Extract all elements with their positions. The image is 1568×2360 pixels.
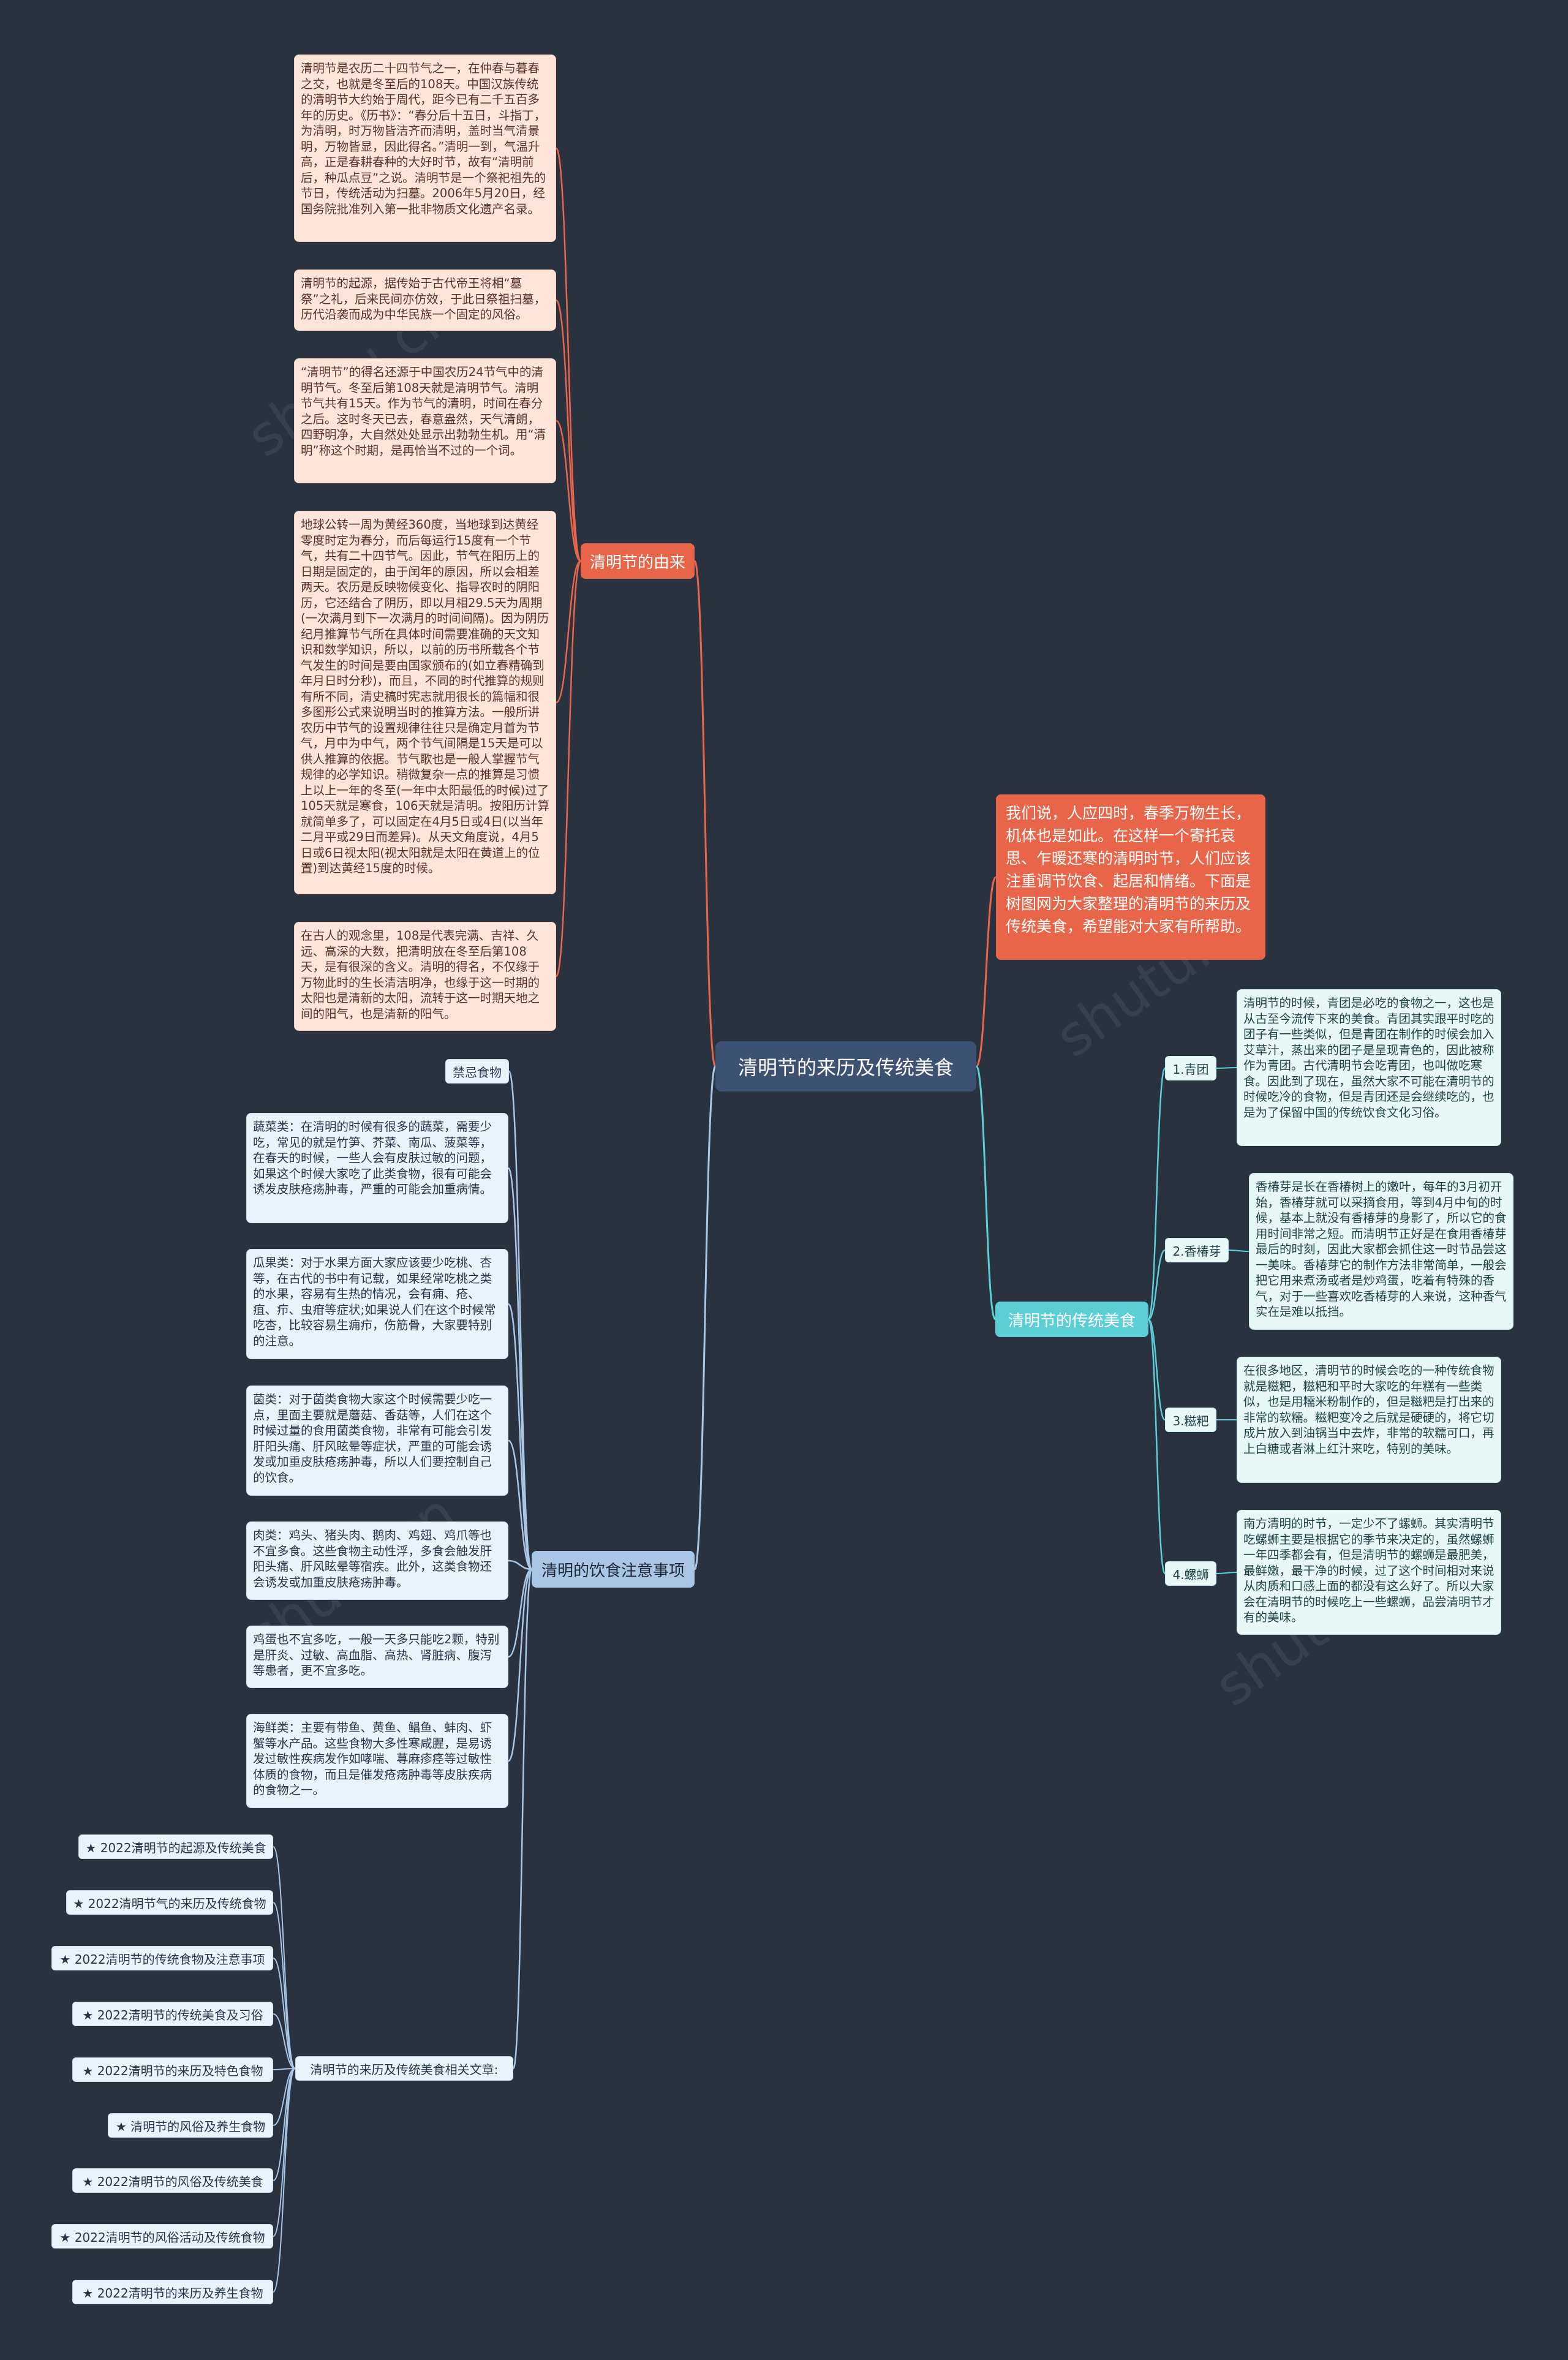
connector-line (507, 1568, 533, 1762)
connector-line (508, 1559, 532, 1570)
diet-leaf-6[interactable]: 海鲜类：主要有带鱼、黄鱼、鲳鱼、蚌肉、虾蟹等水产品。这些食物大多性寒咸腥，是易诱… (246, 1714, 508, 1808)
connector-line (1147, 1318, 1166, 1421)
related-article-3[interactable]: ★ 2022清明节的传统食物及注意事项 (51, 1946, 273, 1970)
connector-line (508, 1568, 532, 1658)
connector-line (693, 1065, 717, 1570)
related-articles-label[interactable]: 清明节的来历及传统美食相关文章: (295, 2056, 513, 2081)
connector-line (273, 2013, 296, 2069)
connector-line (273, 1958, 296, 2069)
related-article-4[interactable]: ★ 2022清明节的传统美食及习俗 (72, 2002, 273, 2026)
origin-leaf-3[interactable]: “清明节”的得名还源于中国农历24节气中的清明节气。冬至后第108天就是清明节气… (294, 358, 556, 483)
food-tag-2[interactable]: 2.香椿芽 (1165, 1238, 1229, 1262)
diet-leaf-5[interactable]: 鸡蛋也不宜多吃，一般一天多只能吃2颗，特别是肝炎、过敏、高血脂、高热、肾脏病、腹… (246, 1626, 508, 1688)
connector-line (273, 1846, 296, 2069)
branch-origin[interactable]: 清明节的由来 (581, 543, 695, 579)
connector-line (507, 1167, 533, 1570)
diet-leaf-4[interactable]: 肉类：鸡头、猪头肉、鹅肉、鸡翅、鸡爪等也不宜多食。这些食物主动性浮，多食会触发肝… (246, 1521, 508, 1600)
connector-line (555, 147, 582, 562)
connector-line (556, 560, 581, 704)
diet-leaf-1[interactable]: 蔬菜类：在清明的时候有很多的蔬菜，需要少吃，常见的就是竹笋、芥菜、南瓜、菠菜等，… (246, 1113, 508, 1223)
food-leaf-1[interactable]: 清明节的时候，青团是必吃的食物之一，这也是从古至今流传下来的美食。青团其实跟平时… (1237, 989, 1501, 1146)
connector-line (1147, 1318, 1166, 1575)
connector-line (693, 560, 717, 1068)
connector-line (555, 560, 582, 978)
diet-tag-forbidden[interactable]: 禁忌食物 (445, 1059, 509, 1084)
connector-line (508, 1439, 532, 1570)
connector-line (507, 1303, 533, 1570)
connector-line (1147, 1067, 1166, 1321)
food-leaf-2[interactable]: 香椿芽是长在香椿树上的嫩叶，每年的3月初开始，香椿芽就可以采摘食用，等到4月中旬… (1249, 1173, 1513, 1330)
connector-line (975, 1065, 997, 1321)
food-tag-1[interactable]: 1.青团 (1165, 1056, 1216, 1080)
branch-food[interactable]: 清明节的传统美食 (995, 1302, 1148, 1337)
connector-line (273, 2068, 296, 2293)
connector-line (273, 2068, 296, 2181)
origin-leaf-5[interactable]: 在古人的观念里，108是代表完满、吉祥、久远、高深的大数，把清明放在冬至后第10… (294, 922, 556, 1031)
connector-line (555, 299, 582, 562)
related-article-9[interactable]: ★ 2022清明节的来历及养生食物 (72, 2280, 273, 2304)
connector-line (1228, 1250, 1250, 1252)
origin-leaf-4[interactable]: 地球公转一周为黄经360度，当地球到达黄经零度时定为春分，而后每运行15度有一个… (294, 511, 556, 894)
diet-leaf-2[interactable]: 瓜果类：对于水果方面大家应该要少吃桃、杏等，在古代的书中有记载，如果经常吃桃之类… (246, 1249, 508, 1359)
connector-line (512, 1568, 533, 2070)
food-tag-3[interactable]: 3.糍粑 (1165, 1408, 1216, 1432)
connector-line (273, 2068, 296, 2070)
branch-diet[interactable]: 清明的饮食注意事项 (532, 1551, 695, 1588)
connector-line (273, 2068, 296, 2237)
connector-line (273, 1902, 296, 2069)
food-tag-4[interactable]: 4.螺蛳 (1165, 1561, 1216, 1586)
related-article-1[interactable]: ★ 2022清明节的起源及传统美食 (78, 1834, 273, 1859)
food-leaf-4[interactable]: 南方清明的时节，一定少不了螺蛳。其实清明节吃螺蛳主要是根据它的季节来决定的，虽然… (1237, 1510, 1501, 1635)
related-article-5[interactable]: ★ 2022清明节的来历及特色食物 (72, 2057, 273, 2082)
diet-leaf-3[interactable]: 菌类：对于菌类食物大家这个时候需要少吃一点，里面主要就是蘑菇、香菇等，人们在这个… (246, 1385, 508, 1496)
origin-leaf-1[interactable]: 清明节是农历二十四节气之一，在仲春与暮春之交，也就是冬至后的108天。中国汉族传… (294, 55, 556, 242)
connector-line (1216, 1572, 1237, 1574)
food-leaf-3[interactable]: 在很多地区，清明节的时候会吃的一种传统食物就是糍粑，糍粑和平时大家吃的年糕有一些… (1237, 1357, 1501, 1483)
origin-leaf-2[interactable]: 清明节的起源，据传始于古代帝王将相“墓祭”之礼，后来民间亦仿效，于此日祭祖扫墓，… (294, 270, 556, 331)
connector-line (273, 2068, 296, 2126)
connector-line (1148, 1249, 1166, 1321)
related-article-6[interactable]: ★ 清明节的风俗及养生食物 (108, 2113, 273, 2138)
connector-line (556, 420, 581, 562)
intro-node[interactable]: 我们说，人应四时，春季万物生长，机体也是如此。在这样一个寄托哀思、乍暖还寒的清明… (996, 794, 1265, 960)
connector-line (975, 876, 997, 1068)
related-article-7[interactable]: ★ 2022清明节的风俗及传统美食 (72, 2168, 273, 2193)
related-article-8[interactable]: ★ 2022清明节的风俗活动及传统食物 (51, 2224, 273, 2249)
root-topic[interactable]: 清明节的来历及传统美食 (715, 1041, 976, 1091)
related-article-2[interactable]: ★ 2022清明节气的来历及传统食物 (66, 1890, 273, 1915)
